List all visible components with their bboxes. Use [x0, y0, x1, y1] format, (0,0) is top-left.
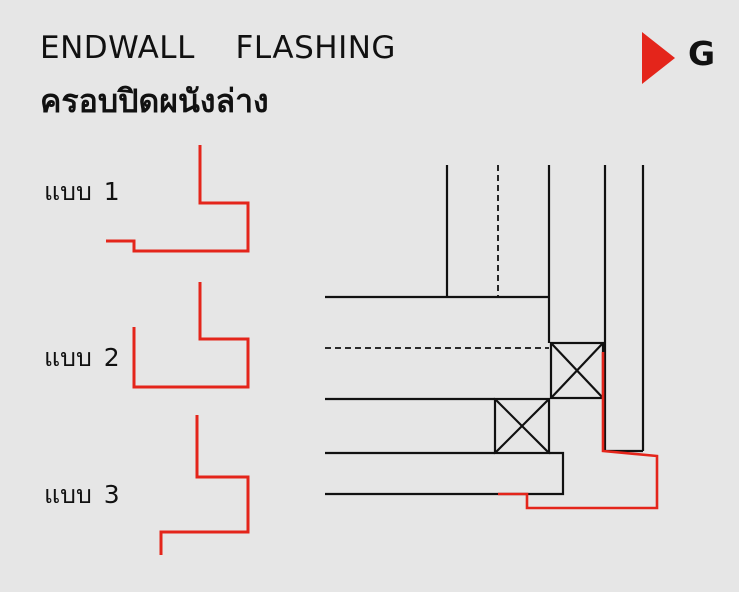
flashing-profile-type-2: [132, 282, 250, 389]
installed-flashing: [498, 352, 659, 510]
section-letter: G: [688, 34, 716, 73]
section-badge: G: [640, 32, 720, 84]
type-1-label: แบบ 1: [44, 177, 120, 206]
purlin-block-lower: [493, 397, 551, 455]
type-3-label: แบบ 3: [44, 480, 120, 509]
diagram-subtitle: ครอบปิดผนังล่าง: [40, 82, 269, 120]
diagram-title: ENDWALL FLASHING: [40, 30, 396, 66]
flashing-profile-type-1: [106, 145, 250, 253]
play-arrow-icon: [642, 32, 675, 84]
flashing-profile-type-3: [159, 415, 250, 555]
roof-sheet-end: [325, 451, 565, 496]
type-2-label: แบบ 2: [44, 343, 120, 372]
